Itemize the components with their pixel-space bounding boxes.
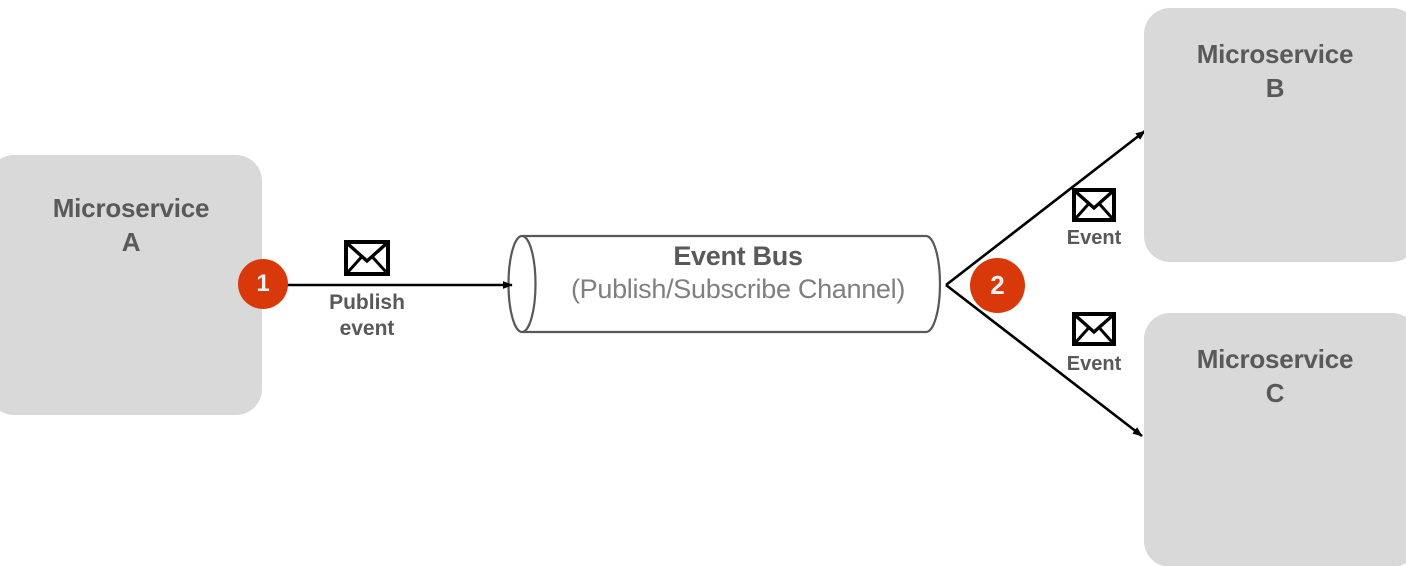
service-label-line2: C	[1265, 377, 1285, 408]
service-label-microservice-c: Microservice C	[1144, 343, 1406, 411]
step-badge-1[interactable]: 1	[238, 259, 288, 309]
service-label-microservice-b: Microservice B	[1144, 38, 1406, 106]
service-label-line2: A	[121, 226, 141, 257]
envelope-icon	[1072, 312, 1116, 346]
envelope-icon	[344, 240, 390, 276]
service-label-line2: B	[1265, 72, 1285, 103]
step-badge-2[interactable]: 2	[970, 258, 1025, 313]
service-label-line1: Microservice	[1196, 39, 1354, 69]
service-box-microservice-b[interactable]: Microservice B	[1144, 8, 1406, 262]
event-bus-cylinder	[507, 234, 942, 334]
service-label-line1: Microservice	[52, 193, 210, 223]
arrow-subscribe-c	[945, 283, 1143, 438]
service-box-microservice-c[interactable]: Microservice C	[1144, 313, 1406, 566]
envelope-icon	[1072, 188, 1116, 222]
arrow-subscribe-b	[945, 129, 1146, 287]
service-box-microservice-a[interactable]: Microservice A	[0, 155, 262, 415]
service-label-microservice-a: Microservice A	[0, 192, 262, 260]
service-label-line1: Microservice	[1196, 344, 1354, 374]
